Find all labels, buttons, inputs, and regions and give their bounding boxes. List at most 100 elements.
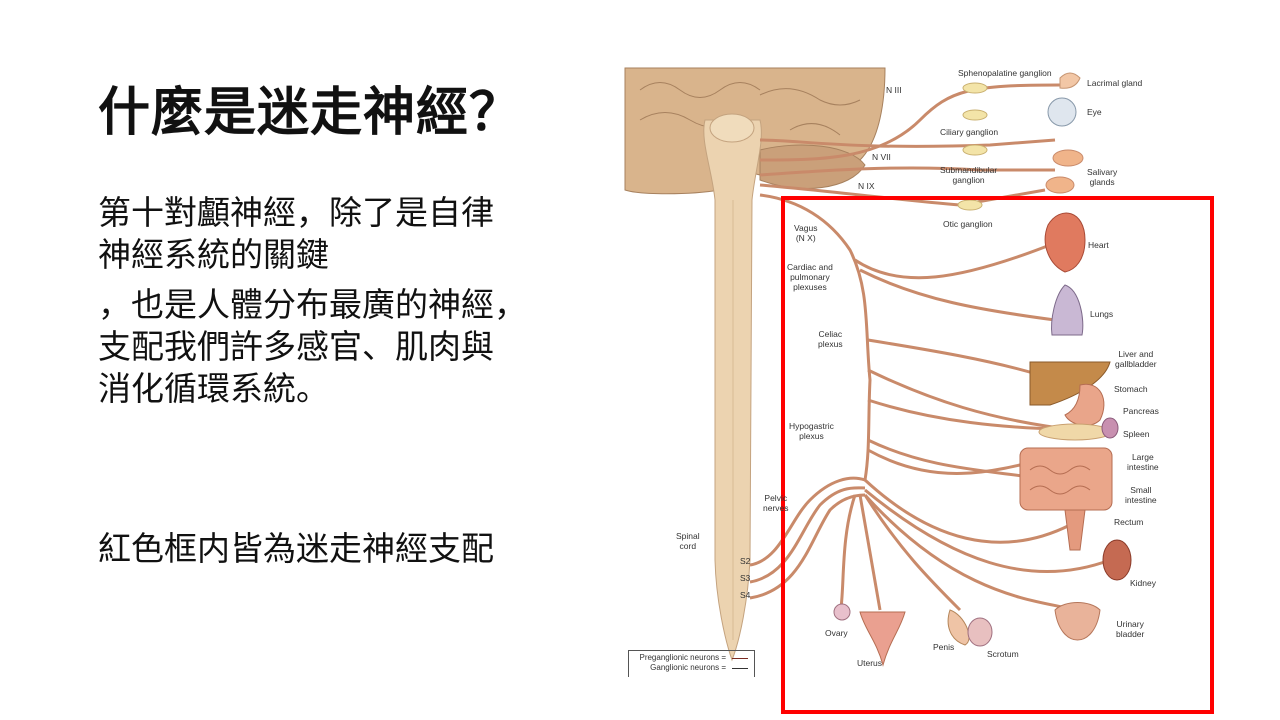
label-heart: Heart bbox=[1088, 240, 1109, 250]
label-n-vii: N VII bbox=[872, 152, 891, 162]
label-line: Vagus bbox=[794, 223, 818, 233]
anatomy-illustration bbox=[624, 67, 1132, 667]
label-n-iii: N III bbox=[886, 85, 902, 95]
legend-ganglionic: Ganglionic neurons = bbox=[629, 663, 754, 673]
kidney bbox=[1102, 539, 1132, 581]
organs bbox=[833, 72, 1132, 667]
label-lungs: Lungs bbox=[1090, 309, 1114, 319]
label-line: Urinary bbox=[1116, 619, 1144, 629]
label-line: pulmonary bbox=[790, 272, 830, 282]
text-line: 支配我們許多感官、肌肉與 bbox=[98, 327, 494, 366]
brain-folds bbox=[639, 82, 861, 136]
label-line: Cardiac and bbox=[787, 262, 833, 272]
penis bbox=[947, 609, 970, 646]
legend-preganglionic: Preganglionic neurons = bbox=[629, 653, 754, 663]
label-line: Liver and bbox=[1118, 349, 1154, 359]
label-line: Hypogastric bbox=[789, 421, 834, 431]
salivary-gland bbox=[1045, 176, 1075, 194]
slide-title: 什麼是迷走神經？ bbox=[98, 83, 523, 143]
label-pancreas: Pancreas bbox=[1123, 406, 1159, 416]
vagus-highlight-box bbox=[781, 196, 1214, 714]
uterus bbox=[859, 611, 906, 667]
rectum bbox=[1064, 509, 1086, 551]
label-line: ganglion bbox=[952, 175, 985, 185]
label-line: plexus bbox=[818, 339, 843, 349]
text-line: 消化循環系統。 bbox=[98, 369, 329, 408]
label-n-ix: N IX bbox=[858, 181, 875, 191]
urinary-bladder bbox=[1054, 602, 1101, 641]
ganglia bbox=[957, 82, 988, 211]
lungs bbox=[1051, 284, 1084, 336]
nerve-branch-stomach bbox=[867, 368, 1076, 432]
label-line: Pelvic bbox=[764, 493, 788, 503]
sphenopalatine-ganglion bbox=[962, 82, 988, 94]
label-spleen: Spleen bbox=[1123, 429, 1150, 439]
label-line: intestine bbox=[1125, 495, 1157, 505]
nerve-branch-rectum bbox=[863, 478, 1071, 544]
otic-ganglion bbox=[957, 199, 983, 211]
salivary-gland bbox=[1052, 149, 1084, 167]
label-line: nerves bbox=[763, 503, 789, 513]
label-line: gallbladder bbox=[1115, 359, 1157, 369]
label-s4: S4 bbox=[740, 590, 751, 600]
label-sphenopalatine-ganglion: Sphenopalatine ganglion bbox=[958, 68, 1052, 78]
label-uterus: Uterus bbox=[857, 658, 883, 668]
brainstem bbox=[709, 113, 755, 143]
label-line: plexuses bbox=[793, 282, 827, 292]
label-line: Salivary bbox=[1087, 167, 1118, 177]
label-line: Spinal bbox=[676, 531, 700, 541]
label-line: bladder bbox=[1116, 629, 1145, 639]
nerve-n-vii-salivary bbox=[759, 166, 1055, 177]
red-box-note: 紅色框内皆為迷走神經支配 bbox=[98, 529, 494, 568]
label-ciliary-ganglion: Ciliary ganglion bbox=[940, 127, 999, 137]
paragraph-cranial-nerve: 第十對顱神經，除了是自律 神經系統的關鍵 bbox=[98, 192, 494, 276]
label-s3: S3 bbox=[740, 573, 751, 583]
nerve-branch-liver bbox=[867, 338, 1041, 377]
neuron-legend: Preganglionic neurons = Ganglionic neuro… bbox=[628, 650, 755, 677]
lacrimal-gland bbox=[1059, 72, 1081, 89]
nerve-pelvic-s2 bbox=[749, 476, 866, 567]
label-s2: S2 bbox=[740, 556, 751, 566]
label-penis: Penis bbox=[933, 642, 955, 652]
nerve-n-iii bbox=[759, 138, 1056, 148]
nerve-n-vii-lacrimal bbox=[759, 83, 1061, 162]
label-ovary: Ovary bbox=[825, 628, 848, 638]
label-rectum: Rectum bbox=[1114, 517, 1144, 527]
nerve-branch-lungs bbox=[859, 268, 1056, 322]
nerve-branch-penis bbox=[863, 494, 962, 612]
nerve-n-ix bbox=[759, 183, 1046, 207]
label-kidney: Kidney bbox=[1130, 578, 1156, 588]
nerve-paths bbox=[749, 83, 1111, 616]
heart bbox=[1044, 212, 1086, 273]
label-line: Celiac bbox=[818, 329, 843, 339]
label-stomach: Stomach bbox=[1114, 384, 1148, 394]
label-line: Small bbox=[1130, 485, 1152, 495]
label-line: Submandibular bbox=[940, 165, 998, 175]
text-line: 第十對顱神經，除了是自律 bbox=[98, 193, 494, 232]
label-otic-ganglion: Otic ganglion bbox=[943, 219, 993, 229]
eye bbox=[1047, 97, 1077, 127]
ovary bbox=[833, 603, 851, 621]
label-line: cord bbox=[679, 541, 697, 551]
label-line: glands bbox=[1089, 177, 1115, 187]
nerve-branch-uterus bbox=[858, 494, 882, 611]
label-line: Large bbox=[1131, 452, 1154, 462]
nerve-branch-kidney bbox=[864, 488, 1111, 573]
nerve-pelvic-s3 bbox=[749, 486, 866, 584]
text-line: 神經系統的關鍵 bbox=[98, 235, 329, 274]
nerve-branch-heart bbox=[854, 243, 1051, 280]
small-intestine bbox=[1029, 465, 1091, 495]
label-line: plexus bbox=[799, 431, 824, 441]
label-scrotum: Scrotum bbox=[987, 649, 1019, 659]
scrotum bbox=[967, 617, 993, 647]
label-eye: Eye bbox=[1087, 107, 1102, 117]
